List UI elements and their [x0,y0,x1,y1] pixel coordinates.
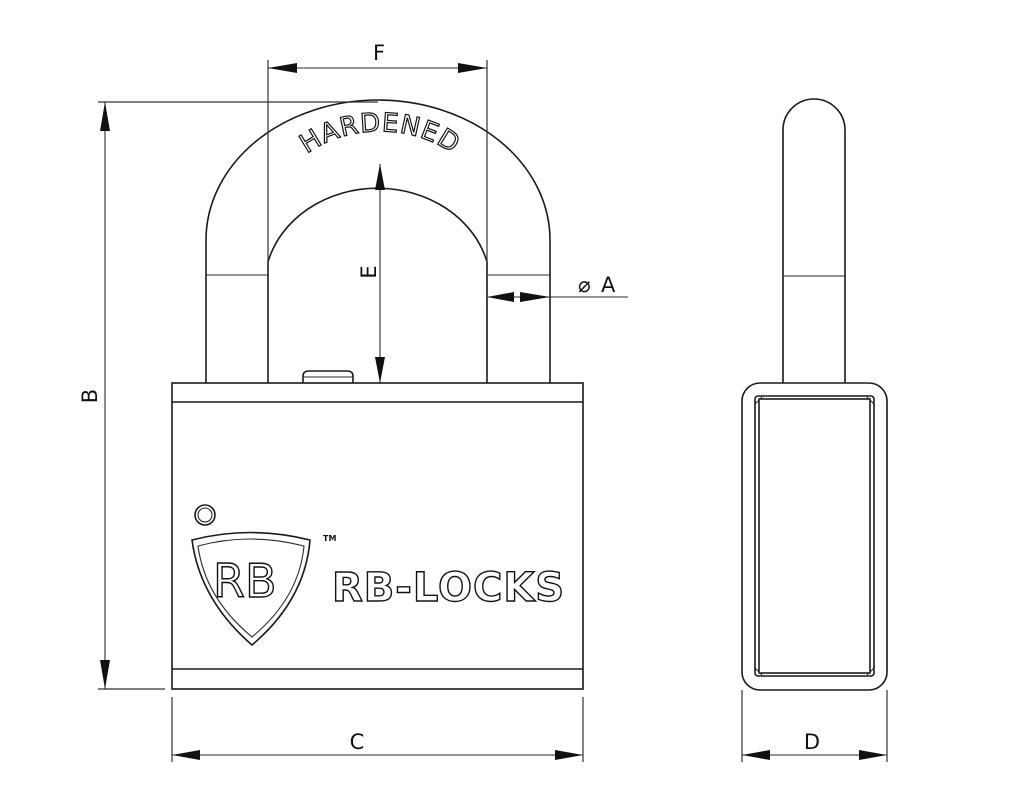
dimension-a: ⌀ A [487,273,628,302]
dimension-b: B [78,101,378,690]
trademark-symbol: TM [323,534,336,543]
dimension-d-label: D [804,730,820,754]
dimension-f: F [267,41,488,262]
lock-body [171,370,584,690]
dimension-a-label: A [601,273,616,297]
dimension-e: E [357,164,385,383]
brand-logo: RB TM RB-LOCKS [191,504,565,647]
dimension-c: C [171,697,584,762]
logo-ring-icon [194,504,216,526]
body-side-inner [754,395,875,677]
dimension-e-label: E [357,265,381,278]
dimension-b-label: B [78,389,102,403]
shackle [205,99,551,383]
brand-name: RB-LOCKS [332,565,565,611]
dimension-f-label: F [373,41,385,65]
diameter-symbol-icon: ⌀ [578,273,591,297]
shield-icon [191,531,311,647]
dimension-c-label: C [350,730,365,754]
front-view: HARDENED RB TM RB-LOCKS [78,41,628,762]
side-view: D [741,98,888,762]
shackle-marking-text: HARDENED [295,108,466,160]
shackle-side [782,98,846,383]
logo-monogram: RB [213,554,277,608]
dimension-d: D [741,690,888,762]
body-side-outer [741,382,888,691]
